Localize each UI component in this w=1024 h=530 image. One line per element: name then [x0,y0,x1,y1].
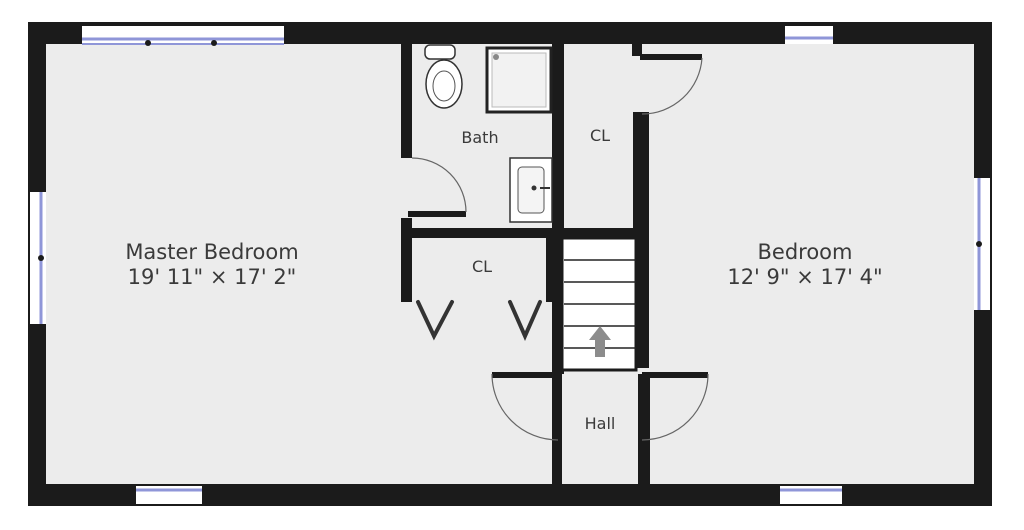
doors [411,57,709,441]
bath-fixtures [424,44,553,223]
hall-label: Hall [584,414,616,433]
sink-icon [509,157,553,223]
shower-icon [485,46,553,114]
stairs [560,236,638,372]
windows [30,26,990,504]
master-bedroom-dimensions: 19' 11" × 17' 2" [127,265,297,290]
bedroom-label: Bedroom 12' 9" × 17' 4" [700,240,910,290]
closet-upper-label: CL [589,126,611,145]
window-top-right [785,26,833,44]
bedroom-name: Bedroom [757,240,853,264]
master-bedroom-name: Master Bedroom [125,240,299,264]
closet-lower-label: CL [471,257,493,276]
stair-up-arrow-icon [589,326,611,357]
door-arc-closet-upper [641,57,703,115]
master-bedroom-label: Master Bedroom 19' 11" × 17' 2" [82,240,342,290]
toilet-icon [424,44,463,109]
door-arc-hall-left [491,373,559,441]
bath-label: Bath [461,128,499,147]
door-arc-bath [411,157,467,213]
bifold-doors [416,300,542,341]
bedroom-dimensions: 12' 9" × 17' 4" [727,265,883,290]
door-arc-hall-right [641,373,709,441]
floor-area [45,42,975,486]
window-top-left [82,26,284,44]
